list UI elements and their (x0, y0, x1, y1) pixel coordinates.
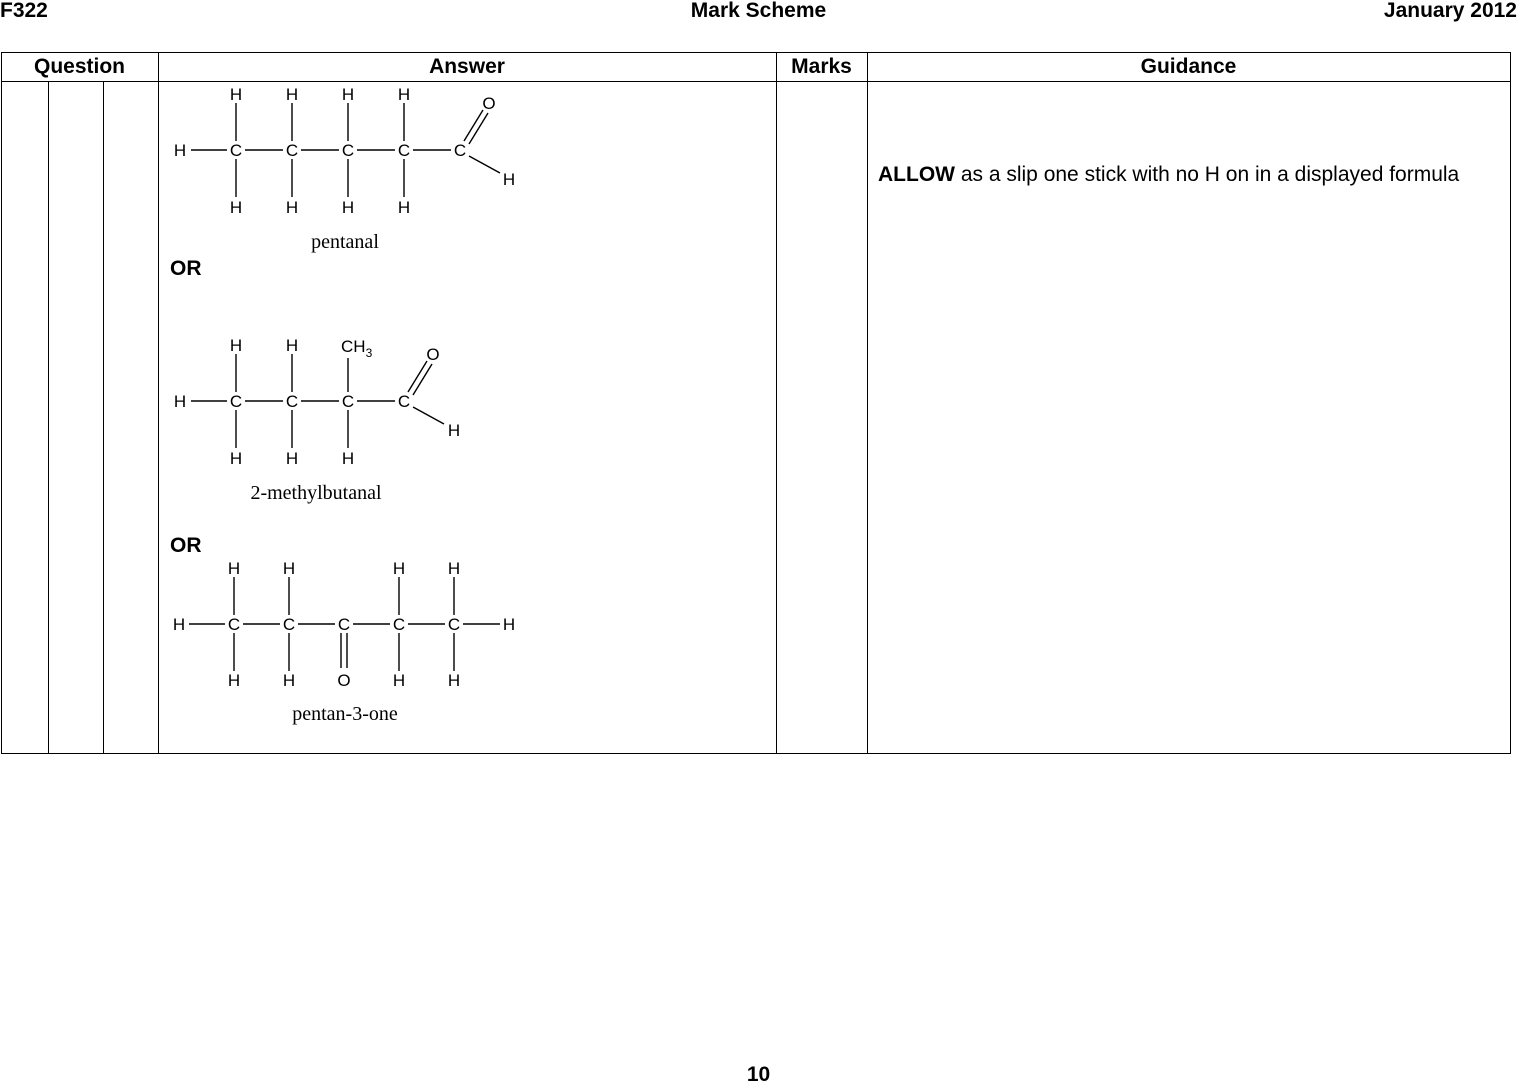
atom-h-label: H (286, 336, 298, 355)
col-border (158, 52, 159, 754)
atom-h-label: H (283, 671, 295, 690)
atom-h-label: H (342, 449, 354, 468)
col-border (1, 52, 2, 754)
table-header-divider (1, 81, 1511, 82)
atom-h-label: H (393, 671, 405, 690)
atom-c-label: C (398, 392, 410, 411)
doc-title: Mark Scheme (690, 0, 827, 22)
atom-o-label: O (426, 345, 439, 364)
atom-c-label: C (286, 141, 298, 160)
atom-c-label: C (283, 615, 295, 634)
atom-c-label: C (342, 392, 354, 411)
column-header-marks: Marks (791, 55, 852, 78)
atom-h-label: H (398, 198, 410, 217)
atom-h-label: H (448, 671, 460, 690)
atom-h-label: H (342, 198, 354, 217)
compound-name-2-methylbutanal: 2-methylbutanal (250, 482, 382, 504)
atom-c-label: C (398, 141, 410, 160)
atom-h-label: H (230, 198, 242, 217)
atom-c-label: C (393, 615, 405, 634)
atom-h-label: H (174, 392, 186, 411)
table-bottom-border (1, 753, 1511, 754)
doc-date: January 2012 (1383, 0, 1517, 22)
atom-h-label: H (342, 85, 354, 104)
atom-c-label: C (230, 392, 242, 411)
atom-c-label: C (286, 392, 298, 411)
atom-c-label: C (454, 141, 466, 160)
atom-o-label: O (482, 94, 495, 113)
atom-h-label: H (448, 421, 460, 440)
atom-h-label: H (230, 336, 242, 355)
guidance-text: ALLOW as a slip one stick with no H on i… (878, 162, 1478, 188)
atom-h-label: H (286, 85, 298, 104)
col-border (776, 52, 777, 754)
atom-c-label: C (342, 141, 354, 160)
col-border (48, 81, 49, 754)
col-border (1510, 52, 1511, 754)
atom-h-label: H (230, 85, 242, 104)
atom-c-label: C (230, 141, 242, 160)
atom-h-label: H (173, 615, 185, 634)
atom-o-label: O (337, 671, 350, 690)
atom-h-label: H (283, 559, 295, 578)
guidance-keyword: ALLOW (878, 163, 955, 186)
or-label: OR (170, 534, 202, 557)
atom-h-label: H (448, 559, 460, 578)
col-border (103, 81, 104, 754)
table-top-border (1, 52, 1511, 53)
compound-name-pentanal: pentanal (311, 231, 379, 253)
guidance-body: as a slip one stick with no H on in a di… (954, 163, 1460, 186)
page-number: 10 (746, 1063, 771, 1086)
atom-h-label: H (393, 559, 405, 578)
methyl-group-label: CH3 (341, 337, 373, 360)
column-header-question: Question (33, 55, 125, 78)
atom-h-label: H (228, 671, 240, 690)
column-header-guidance: Guidance (1140, 55, 1237, 78)
atom-c-label: C (228, 615, 240, 634)
doc-code: F322 (0, 0, 48, 22)
atom-h-label: H (503, 170, 515, 189)
atom-h-label: H (174, 141, 186, 160)
atom-h-label: H (286, 198, 298, 217)
atom-h-label: H (228, 559, 240, 578)
atom-h-label: H (503, 615, 515, 634)
atom-h-label: H (286, 449, 298, 468)
atom-c-label: C (448, 615, 460, 634)
atom-h-label: H (230, 449, 242, 468)
atom-c-label: C (338, 615, 350, 634)
col-border (867, 52, 868, 754)
atom-h-label: H (398, 85, 410, 104)
column-header-answer: Answer (429, 55, 505, 78)
or-label: OR (170, 257, 202, 280)
compound-name-pentan-3-one: pentan-3-one (292, 703, 398, 725)
